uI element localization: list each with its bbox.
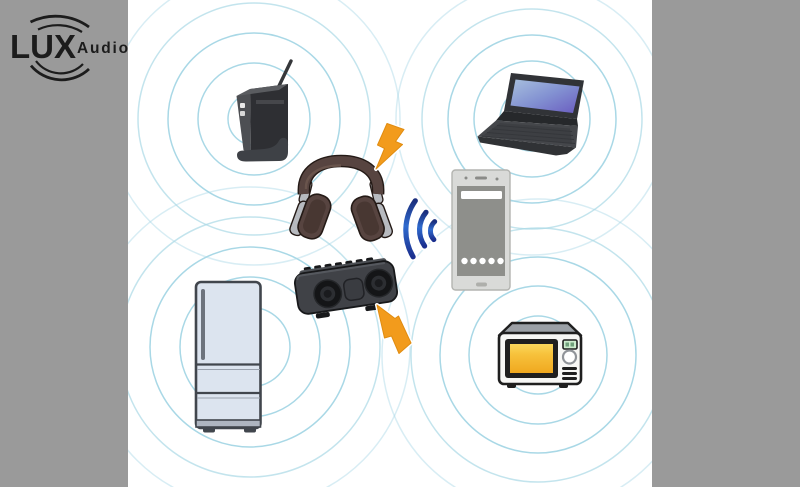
svg-text:LUX: LUX xyxy=(10,28,76,65)
svg-text:Audio: Audio xyxy=(77,40,130,57)
